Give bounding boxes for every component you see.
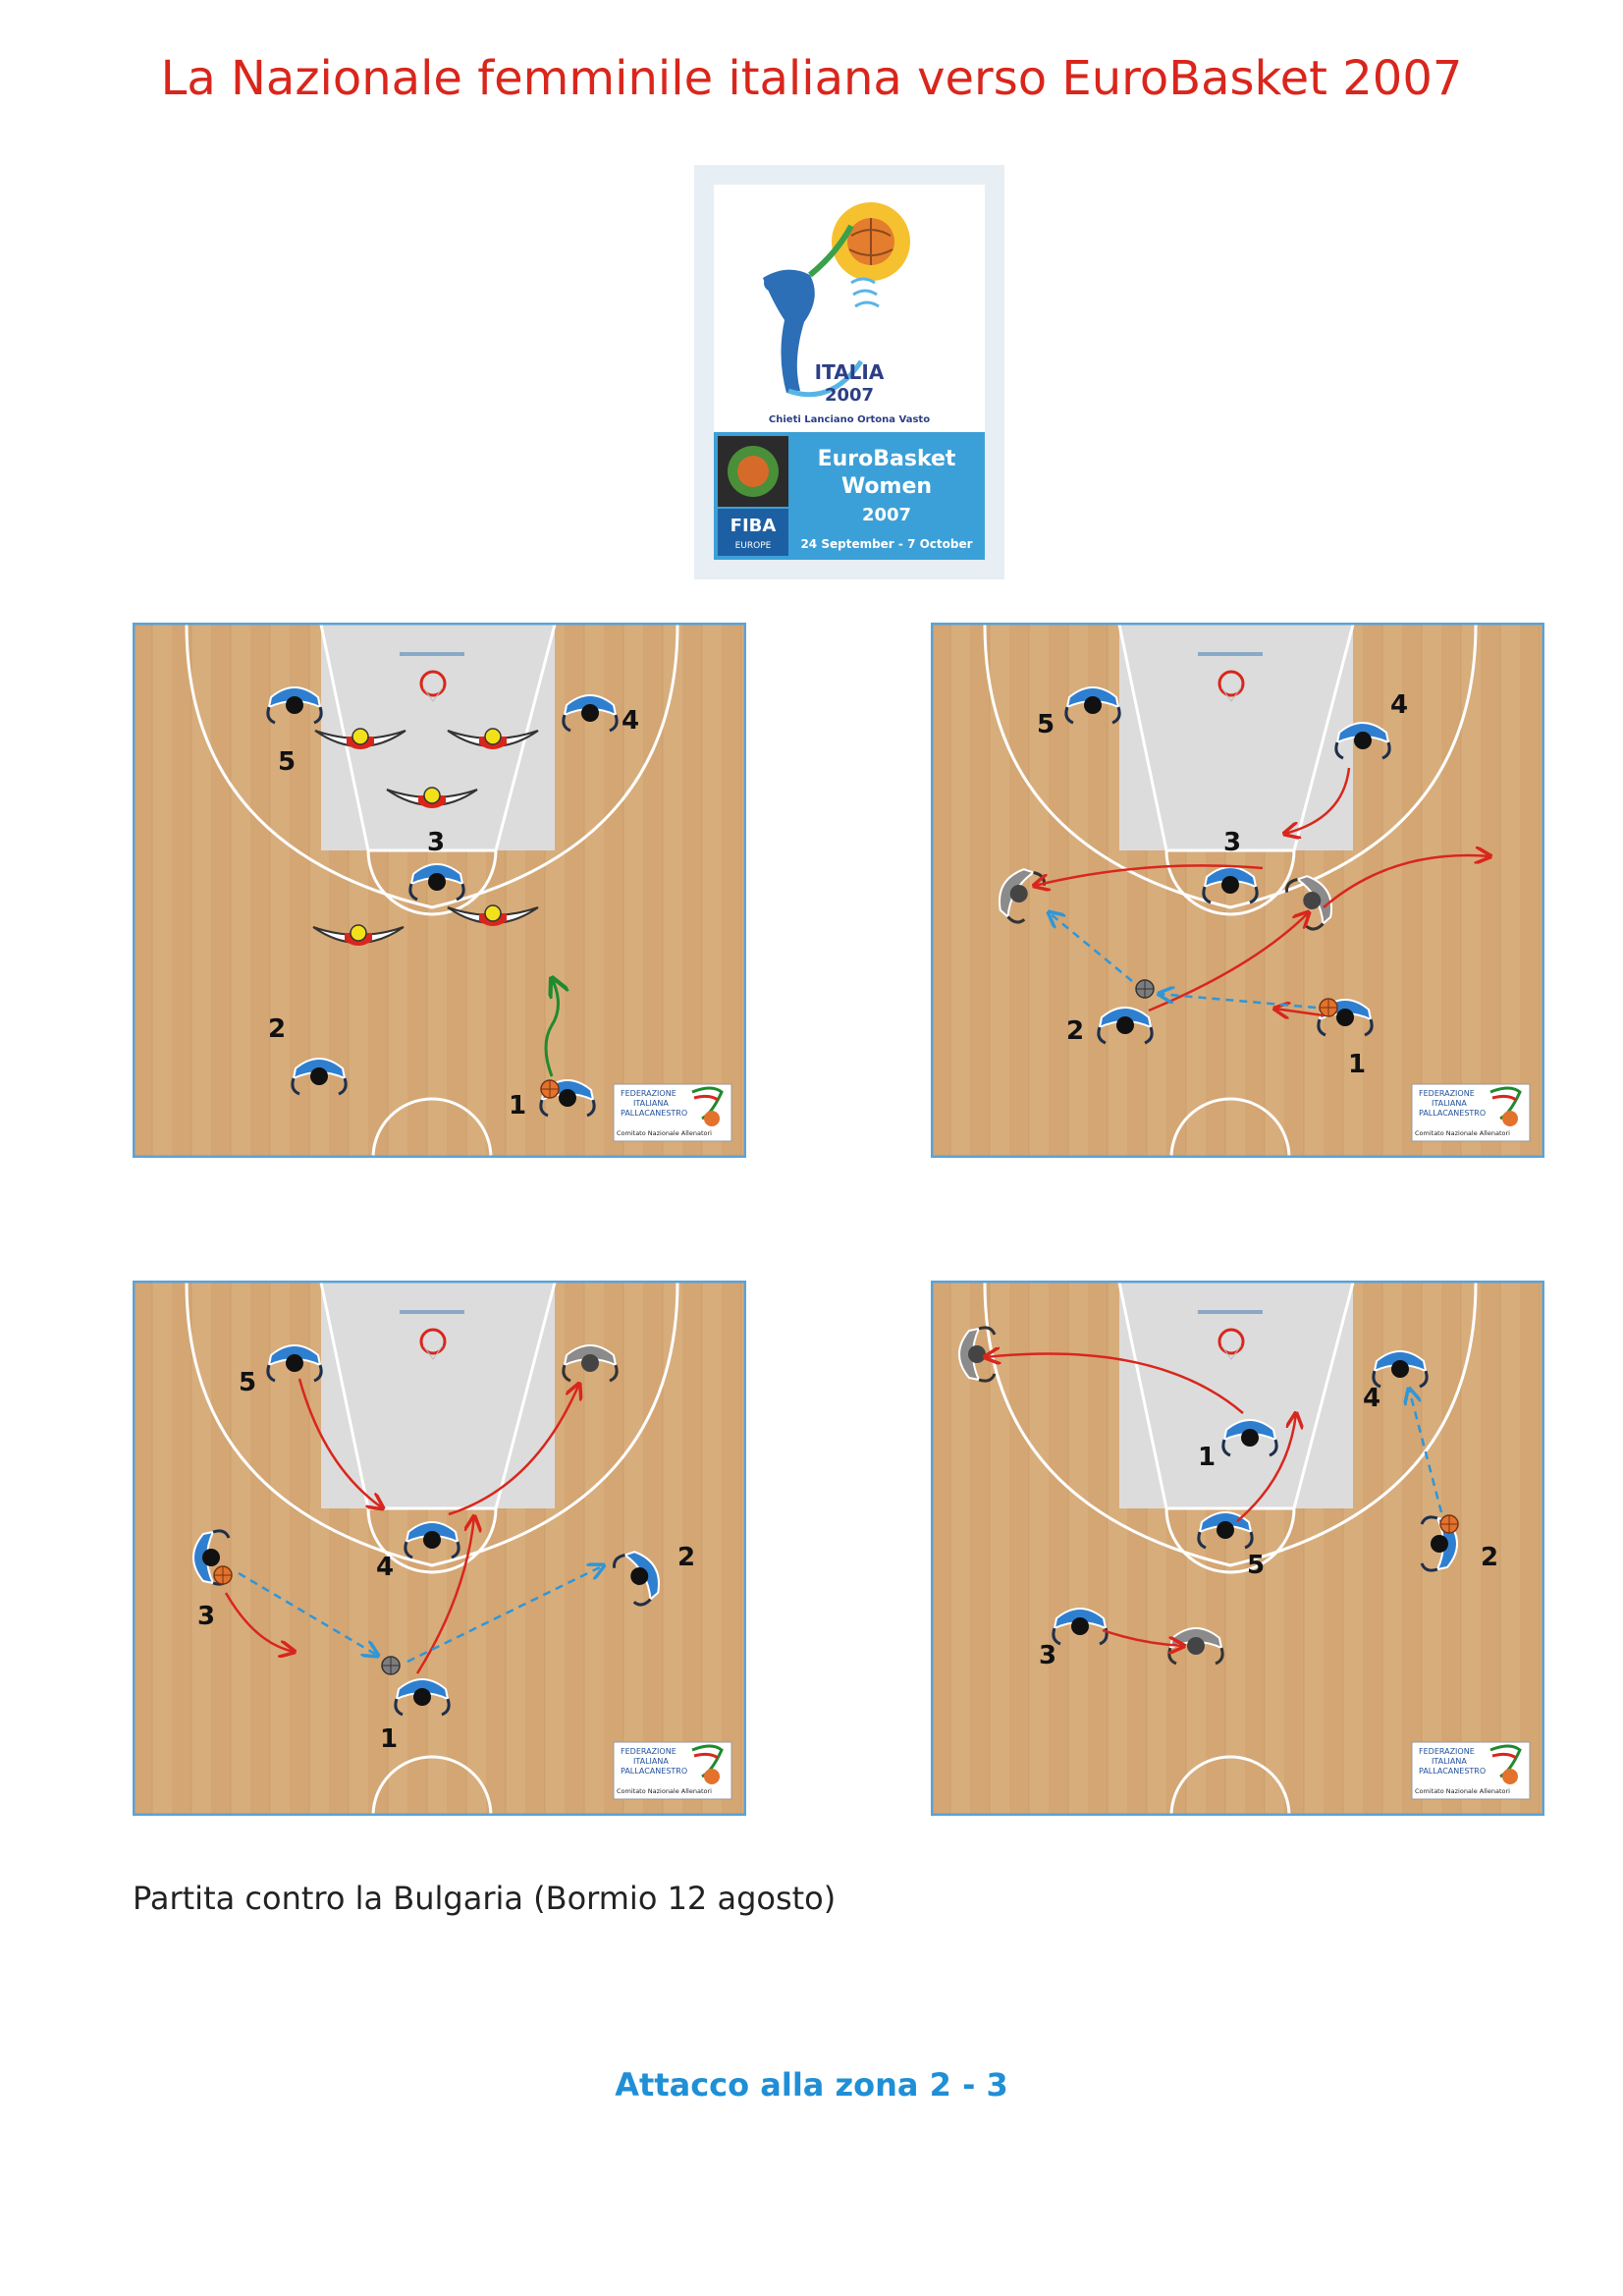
svg-text:ITALIANA: ITALIANA [1432, 1757, 1467, 1766]
cut-arrow [298, 1378, 383, 1508]
player-silhouette-icon [763, 224, 864, 398]
ball-icon-ghost [1135, 979, 1155, 999]
logo-event-line2: Women [841, 474, 932, 499]
player-label: 2 [268, 1014, 286, 1044]
cut-arrow [1236, 1413, 1296, 1522]
pass-arrow [1049, 912, 1133, 982]
ball-icon [540, 1079, 560, 1099]
player-label: 4 [1390, 690, 1408, 720]
diagram-1: 5 4 3 2 1 FEDERAZIONE ITALIANA PALLACANE… [133, 623, 746, 1158]
cut-arrow [415, 1516, 474, 1674]
svg-text:PALLACANESTRO: PALLACANESTRO [621, 1109, 687, 1118]
player-label: 4 [376, 1553, 394, 1582]
svg-text:ITALIANA: ITALIANA [633, 1099, 669, 1108]
diagram-2: 5 4 3 2 1 FEDERAZIONE ITALIANA PALLACANE… [931, 623, 1544, 1158]
logo-event-year: 2007 [862, 505, 911, 525]
player-label: 5 [278, 747, 296, 777]
diagram-3: 5 3 4 2 1 FEDERAZIONE ITALIANA PALLACANE… [133, 1281, 746, 1816]
player-label: 1 [380, 1724, 398, 1754]
cut-arrow [985, 1354, 1244, 1414]
svg-text:ITALIANA: ITALIANA [633, 1757, 669, 1766]
pass-arrow [1409, 1389, 1443, 1513]
player-label: 1 [509, 1091, 526, 1121]
subtitle: Attacco alla zona 2 - 3 [615, 2066, 1008, 2104]
fiba-label: FIBA [730, 516, 777, 536]
player-label: 1 [1348, 1050, 1366, 1079]
svg-text:Comitato Nazionale Allenatori: Comitato Nazionale Allenatori [617, 1129, 712, 1137]
eurobasket-logo: ITALIA 2007 Chieti Lanciano Ortona Vasto… [694, 165, 1004, 579]
logo-country: ITALIA [815, 360, 885, 384]
logo-cities: Chieti Lanciano Ortona Vasto [769, 414, 930, 425]
caption: Partita contro la Bulgaria (Bormio 12 ag… [133, 1880, 837, 1917]
player-label: 5 [1247, 1551, 1265, 1580]
player-label: 2 [677, 1543, 695, 1572]
player-label: 4 [1363, 1384, 1380, 1413]
svg-text:PALLACANESTRO: PALLACANESTRO [1419, 1767, 1486, 1776]
federation-badge: FEDERAZIONE ITALIANA PALLACANESTRO Comit… [613, 1083, 732, 1142]
pass-arrow [406, 1565, 604, 1664]
federation-badge: FEDERAZIONE ITALIANA PALLACANESTRO Comit… [1411, 1083, 1531, 1142]
dribble-arrow [544, 978, 559, 1077]
svg-text:FEDERAZIONE: FEDERAZIONE [1419, 1089, 1475, 1098]
pass-arrow [1159, 994, 1317, 1010]
ball-icon [213, 1565, 233, 1585]
fiba-sub: EUROPE [735, 541, 772, 551]
svg-text:FEDERAZIONE: FEDERAZIONE [621, 1747, 676, 1756]
ball-icon [1319, 998, 1338, 1017]
diagram-4: 1 4 5 2 3 FEDERAZIONE ITALIANA PALLACANE… [931, 1281, 1544, 1816]
player-label: 3 [1223, 828, 1241, 857]
player-label: 3 [427, 828, 445, 857]
ball-icon-ghost [381, 1656, 401, 1675]
logo-event-line1: EuroBasket [818, 447, 956, 471]
svg-text:FEDERAZIONE: FEDERAZIONE [1419, 1747, 1475, 1756]
player-label: 1 [1198, 1443, 1216, 1472]
player-label: 5 [239, 1368, 256, 1397]
svg-text:Comitato Nazionale Allenatori: Comitato Nazionale Allenatori [1415, 1787, 1510, 1795]
player-label: 2 [1481, 1543, 1498, 1572]
federation-badge: FEDERAZIONE ITALIANA PALLACANESTRO Comit… [1411, 1741, 1531, 1800]
cut-arrow [1284, 767, 1351, 834]
player-label: 2 [1066, 1016, 1084, 1046]
svg-text:PALLACANESTRO: PALLACANESTRO [621, 1767, 687, 1776]
cut-arrow [1034, 864, 1264, 886]
svg-text:FEDERAZIONE: FEDERAZIONE [621, 1089, 676, 1098]
logo-dates: 24 September - 7 October [800, 537, 972, 551]
cut-arrow [448, 1384, 579, 1516]
sun-icon [832, 202, 910, 281]
svg-text:Comitato Nazionale Allenatori: Comitato Nazionale Allenatori [1415, 1129, 1510, 1137]
cut-arrow [1323, 855, 1490, 908]
player-label: 4 [622, 706, 639, 736]
cut-arrow [1102, 1628, 1184, 1646]
player-label: 3 [1039, 1641, 1056, 1670]
dribble-arrow [1274, 1009, 1325, 1015]
svg-text:PALLACANESTRO: PALLACANESTRO [1419, 1109, 1486, 1118]
svg-text:Comitato Nazionale Allenatori: Comitato Nazionale Allenatori [617, 1787, 712, 1795]
page-title: La Nazionale femminile italiana verso Eu… [160, 51, 1463, 106]
player-label: 3 [197, 1602, 215, 1631]
svg-text:ITALIANA: ITALIANA [1432, 1099, 1467, 1108]
ball-icon [1439, 1514, 1459, 1534]
logo-year: 2007 [825, 385, 874, 406]
player-label: 5 [1037, 710, 1055, 739]
cut-arrow [224, 1592, 295, 1652]
federation-badge: FEDERAZIONE ITALIANA PALLACANESTRO Comit… [613, 1741, 732, 1800]
